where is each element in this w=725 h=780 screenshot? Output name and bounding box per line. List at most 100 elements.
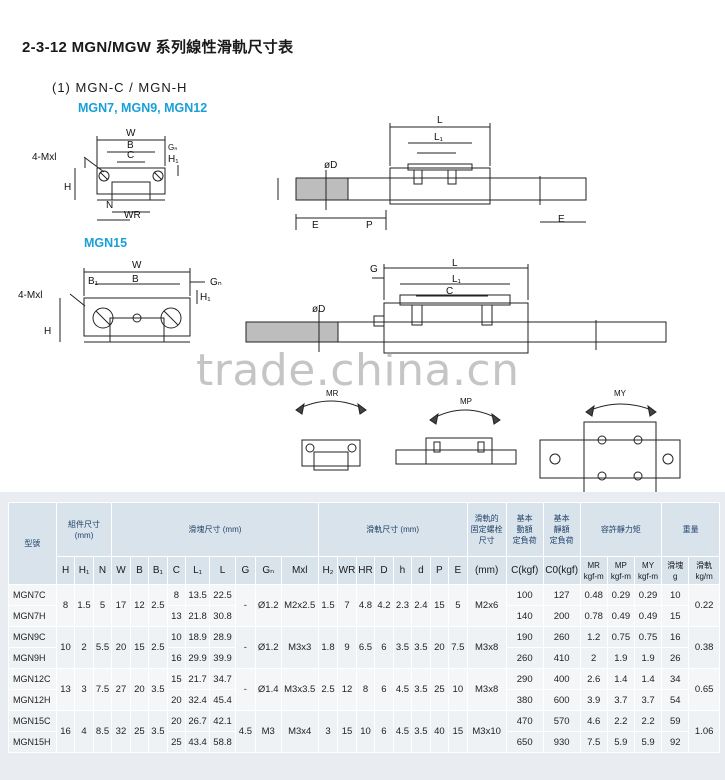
- label-H1-15: H₁: [200, 292, 211, 303]
- sub-header-cell: H₁: [74, 556, 94, 585]
- sub-header-cell: N: [92, 556, 113, 585]
- sub-header-cell: Mxl: [280, 556, 319, 585]
- table-cell: M3x10: [466, 710, 507, 753]
- table-cell: MGN7H: [8, 605, 57, 627]
- label-B1-15: B₁: [88, 276, 99, 287]
- table-cell: 10: [661, 584, 690, 606]
- table-cell: 5.9: [606, 731, 635, 753]
- table-cell: 3.5: [411, 710, 431, 753]
- label-L1-15: L₁: [452, 274, 462, 285]
- label-B: B: [127, 140, 134, 151]
- label-L1: L₁: [434, 132, 444, 143]
- label-Gn-15: Gₙ: [210, 277, 222, 288]
- table-cell: 380: [505, 689, 544, 711]
- weight-unit-label: kg/m: [695, 571, 713, 581]
- table-cell: Ø1.2: [254, 584, 282, 627]
- table-cell: 3.5: [148, 710, 168, 753]
- table-cell: 0.75: [633, 626, 663, 648]
- sub-header-cell: B₁: [148, 556, 168, 585]
- table-cell: Ø1.4: [254, 668, 282, 711]
- section-label: (1) MGN-C / MGN-H: [52, 80, 188, 95]
- table-cell: 0.49: [606, 605, 635, 627]
- table-cell: 2.5: [317, 668, 339, 711]
- sub-header-cell: C0(kgf): [542, 556, 581, 585]
- table-cell: 20: [129, 668, 150, 711]
- header-bolt: 滑軌的 固定螺栓 尺寸: [466, 502, 507, 557]
- table-cell: 5: [448, 584, 468, 627]
- table-cell: 200: [542, 605, 581, 627]
- table-cell: 20: [166, 710, 187, 732]
- table-cell: 4.2: [374, 584, 394, 627]
- label-D-15: øD: [312, 304, 325, 315]
- table-cell: 3.5: [411, 668, 431, 711]
- table-cell: 7.5: [579, 731, 608, 753]
- sub-header-cell: Gₙ: [254, 556, 282, 585]
- table-cell: 4.6: [579, 710, 608, 732]
- table-cell: 39.9: [209, 647, 237, 669]
- table-cell: 127: [542, 584, 581, 606]
- sub-header-cell: WR: [337, 556, 357, 585]
- label-C: C: [127, 150, 134, 161]
- table-cell: 1.5: [74, 584, 94, 627]
- table-cell: 3.7: [633, 689, 663, 711]
- table-cell: 2.4: [411, 584, 431, 627]
- side-view-mgn15: [245, 264, 667, 354]
- table-cell: MGN9H: [8, 647, 57, 669]
- side-view-small: [277, 123, 587, 230]
- table-cell: 12: [129, 584, 150, 627]
- table-cell: 25: [129, 710, 150, 753]
- table-cell: 6: [374, 668, 394, 711]
- table-cell: 58.8: [209, 731, 237, 753]
- table-cell: 9: [337, 626, 357, 669]
- table-cell: 3.9: [579, 689, 608, 711]
- sub-header-cell: d: [411, 556, 431, 585]
- table-cell: M3x8: [466, 626, 507, 669]
- table-cell: 1.9: [633, 647, 663, 669]
- label-G-15: G: [370, 264, 378, 275]
- table-cell: 34: [661, 668, 690, 690]
- sub-header-cell: C(kgf): [505, 556, 544, 585]
- table-cell: 5.5: [92, 626, 113, 669]
- sub-header-cell: L: [209, 556, 237, 585]
- sub-header-cell: L₁: [185, 556, 211, 585]
- table-cell: 26.7: [185, 710, 211, 732]
- sub-header-cell: W: [111, 556, 131, 585]
- header-moment: 容許靜力矩: [579, 502, 663, 557]
- table-cell: 0.29: [633, 584, 663, 606]
- table-cell: 7.5: [448, 626, 468, 669]
- table-cell: 1.2: [579, 626, 608, 648]
- label-MR: MR: [326, 389, 339, 398]
- sub-header-cell: (mm): [466, 556, 507, 585]
- table-cell: 20: [111, 626, 131, 669]
- table-cell: 0.78: [579, 605, 608, 627]
- header-dynamic-load: 基本 動額 定負荷: [505, 502, 544, 557]
- table-cell: 0.29: [606, 584, 635, 606]
- spec-table-area: 型號 組件尺寸 (mm) 滑塊尺寸 (mm) 滑軌尺寸 (mm) 滑軌的 固定螺…: [0, 492, 725, 780]
- table-cell: 4: [74, 710, 94, 753]
- table-cell: 290: [505, 668, 544, 690]
- table-cell: 43.4: [185, 731, 211, 753]
- table-cell: 2.5: [148, 584, 168, 627]
- sub-header-cell: D: [374, 556, 394, 585]
- table-cell: 260: [542, 626, 581, 648]
- table-cell: 140: [505, 605, 544, 627]
- table-cell: 470: [505, 710, 544, 732]
- table-cell: 54: [661, 689, 690, 711]
- table-cell: M3x3: [280, 626, 319, 669]
- header-rail: 滑軌尺寸 (mm): [317, 502, 468, 557]
- label-D: øD: [324, 160, 337, 171]
- table-cell: 1.9: [606, 647, 635, 669]
- table-cell: 20: [429, 626, 450, 669]
- table-cell: 16: [661, 626, 690, 648]
- table-cell: 15: [429, 584, 450, 627]
- table-cell: 30.8: [209, 605, 237, 627]
- label-N: N: [106, 200, 113, 211]
